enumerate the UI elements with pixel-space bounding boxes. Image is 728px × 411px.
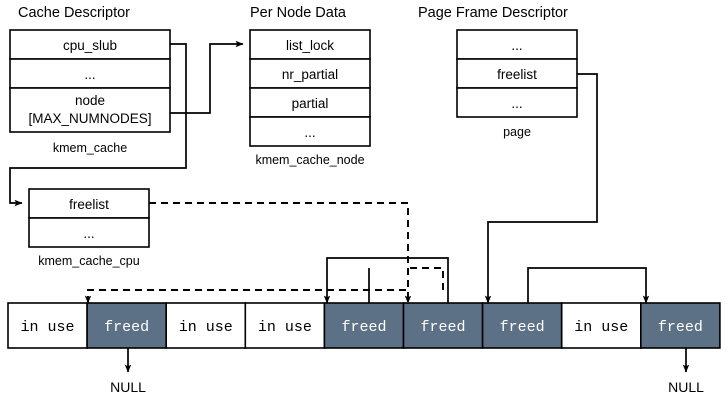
connector-cell6-to-cell5	[323, 257, 449, 310]
null-label-left: NULL	[110, 379, 146, 395]
field-node-ellipsis	[249, 116, 371, 147]
field-cpu-freelist-label: freelist	[69, 197, 109, 212]
field-list-lock	[249, 29, 371, 60]
slab-cell-5-label: freed	[341, 319, 386, 336]
field-cpu-ellipsis-label: ...	[83, 226, 94, 241]
connector-node-to-list-lock	[170, 40, 244, 114]
title-per-node-data: Per Node Data	[250, 5, 347, 21]
field-list-lock-label: list_lock	[286, 38, 334, 53]
caption-page: page	[503, 125, 531, 139]
struct-page: ... freelist ... page	[456, 29, 578, 139]
slab-cell-2-label: freed	[104, 319, 149, 336]
caption-kmem-cache: kmem_cache	[53, 141, 127, 155]
field-node-label: node	[75, 93, 105, 108]
null-label-right: NULL	[668, 379, 704, 395]
field-cpu-slub	[9, 29, 171, 60]
slab-cell-7	[481, 302, 563, 349]
slab-cell-8-label: in use	[574, 319, 628, 336]
field-node-ellipsis-label: ...	[304, 125, 315, 140]
slab-cell-4-label: in use	[258, 319, 312, 336]
slab-object-row: in use freed in use in use freed freed freed in…	[7, 302, 721, 349]
title-cache-descriptor: Cache Descriptor	[18, 5, 130, 21]
slab-cell-4	[244, 302, 326, 349]
slab-cell-8	[560, 302, 642, 349]
field-node-array	[9, 87, 171, 133]
field-cpu-slub-label: cpu_slub	[63, 38, 117, 53]
slab-cell-3-label: in use	[179, 319, 233, 336]
field-page-ellipsis-bottom-label: ...	[511, 96, 522, 111]
field-page-ellipsis-top	[456, 29, 578, 60]
field-page-ellipsis-bottom	[456, 87, 578, 118]
title-page-frame-descriptor: Page Frame Descriptor	[418, 5, 568, 21]
field-page-freelist-label: freelist	[497, 67, 537, 82]
struct-kmem-cache: cpu_slub ... node [MAX_NUMNODES] kmem_ca…	[9, 29, 171, 155]
slab-cell-9	[639, 302, 721, 349]
field-partial-label: partial	[292, 96, 329, 111]
field-node-index-label: [MAX_NUMNODES]	[28, 111, 151, 126]
slab-cell-1	[7, 302, 88, 349]
struct-kmem-cache-node: list_lock nr_partial partial ... kmem_ca…	[249, 29, 371, 167]
field-nr-partial-label: nr_partial	[282, 67, 338, 82]
struct-kmem-cache-cpu: freelist ... kmem_cache_cpu	[28, 188, 150, 268]
caption-kmem-cache-node: kmem_cache_node	[255, 153, 364, 167]
slab-cell-9-label: freed	[658, 319, 703, 336]
field-page-ellipsis-top-label: ...	[511, 38, 522, 53]
slab-cell-2	[86, 302, 167, 349]
connector-cell7-to-cell9	[527, 267, 650, 310]
field-partial	[249, 87, 371, 118]
connector-page-freelist-to-cell7	[484, 73, 598, 304]
slab-cell-7-label: freed	[500, 319, 545, 336]
slab-cell-1-label: in use	[21, 319, 75, 336]
connector-dashed-branch-stub	[408, 267, 444, 290]
field-cache-ellipsis-label: ...	[84, 67, 95, 82]
field-cache-ellipsis	[9, 58, 171, 89]
caption-kmem-cache-cpu: kmem_cache_cpu	[38, 254, 139, 268]
connector-cpu-freelist-to-cell2-dashed	[84, 202, 409, 304]
field-cpu-ellipsis	[28, 217, 150, 248]
slab-cell-6-label: freed	[421, 319, 466, 336]
connector-cpu-slub-to-kmem-cache-cpu	[9, 43, 187, 207]
slab-cell-3	[165, 302, 247, 349]
